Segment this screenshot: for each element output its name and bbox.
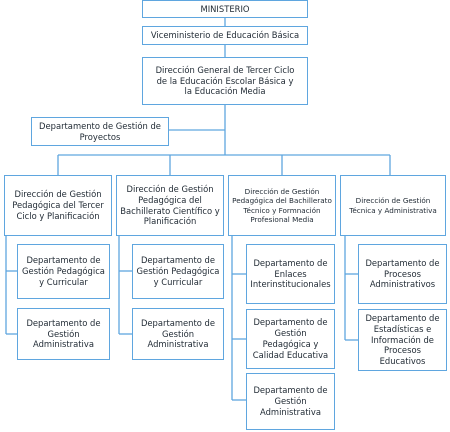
depto-proyectos-box: Departamento de Gestión de Proyectos [31, 117, 169, 146]
depto-enlaces-interinstitucionales-box: Departamento de Enlaces Interinstitucion… [246, 244, 335, 304]
depto-gestion-administrativa-box: Departamento de Gestión Administrativa [246, 373, 335, 430]
depto-gestion-pedagogica-curricular-box: Departamento de Gestión Pedagógica y Cur… [17, 244, 110, 299]
depto-gestion-administrativa-box: Departamento de Gestión Administrativa [132, 308, 224, 360]
depto-gestion-pedagogica-calidad-box: Departamento de Gestión Pedagógica y Cal… [246, 309, 335, 369]
depto-gestion-administrativa-box: Departamento de Gestión Administrativa [17, 308, 110, 360]
depto-estadisticas-informacion-box: Departamento de Estadísticas e Informaci… [358, 309, 447, 371]
direccion-bachillerato-cientifico-box: Dirección de Gestión Pedagógica del Bach… [116, 175, 224, 236]
direccion-tecnica-administrativa-box: Dirección de Gestión Técnica y Administr… [340, 175, 446, 236]
depto-gestion-pedagogica-curricular-box: Departamento de Gestión Pedagógica y Cur… [132, 244, 224, 299]
viceministerio-box: Viceministerio de Educación Básica [142, 26, 308, 45]
depto-procesos-administrativos-box: Departamento de Procesos Administrativos [358, 244, 447, 304]
ministerio-box: MINISTERIO [142, 0, 308, 18]
direccion-general-box: Dirección General de Tercer Ciclo de la … [142, 57, 308, 105]
direccion-tercer-ciclo-box: Dirección de Gestión Pedagógica del Terc… [4, 175, 112, 236]
direccion-bachillerato-tecnico-box: Dirección de Gestión Pedagógica del Bach… [228, 175, 336, 236]
